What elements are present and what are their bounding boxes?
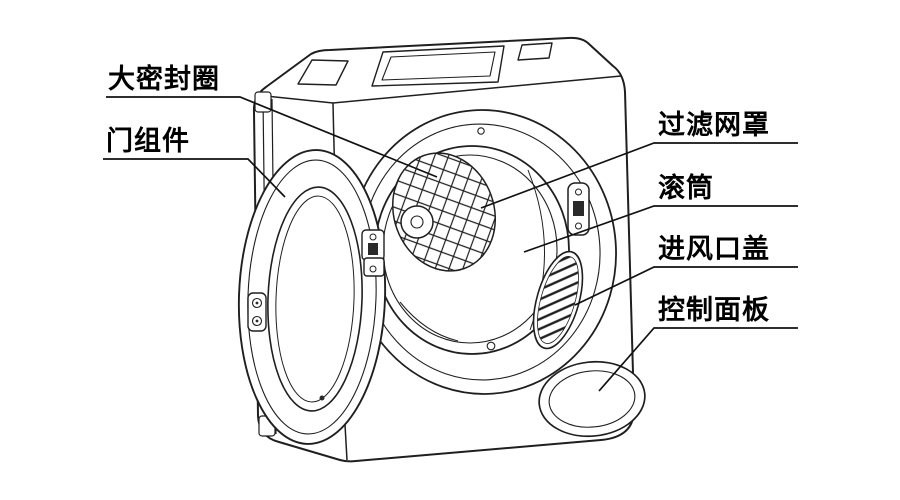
top-recess-center-outer <box>371 45 505 87</box>
vent-slats <box>537 256 579 344</box>
door-hinge <box>361 229 385 277</box>
leader-control-panel <box>598 327 798 392</box>
door-catch <box>247 292 267 332</box>
label-control-panel: 控制面板 <box>658 295 770 325</box>
latch-screw-top <box>575 188 582 196</box>
door-latch-bracket <box>567 182 590 236</box>
air-inlet-vent <box>532 250 584 350</box>
label-seal-ring: 大密封圈 <box>108 64 220 94</box>
leader-air-inlet <box>574 266 798 306</box>
door-mid-ring <box>247 159 377 435</box>
label-filter-mesh-cover: 过滤网罩 <box>658 110 770 140</box>
hinge-screw-bottom <box>369 265 377 273</box>
control-panel-outer <box>538 360 646 438</box>
top-recess-left <box>297 59 349 86</box>
control-panel-inner <box>548 370 636 428</box>
catch-pin-top-dot <box>255 301 259 305</box>
latch-slot <box>573 201 584 216</box>
control-panel-cutout <box>538 360 646 438</box>
side-hinge-plate-top <box>254 91 272 113</box>
top-recess-center-inner <box>381 51 496 81</box>
latch-screw-bottom <box>575 222 582 230</box>
drum-bottom-arc <box>399 301 459 342</box>
door-window-inner <box>275 195 355 403</box>
label-door-assembly: 门组件 <box>106 126 190 156</box>
filter-mesh <box>391 152 497 272</box>
door-window-outer <box>267 186 363 412</box>
filter-knob-inner <box>410 215 424 229</box>
door-dot <box>319 395 325 401</box>
hinge-screw-top <box>369 233 377 241</box>
leader-seal-ring <box>106 96 438 178</box>
screw-bottom <box>486 341 496 351</box>
top-recess-right <box>517 42 553 61</box>
label-drum: 滚筒 <box>658 173 714 203</box>
filter-mesh-grid <box>392 153 496 271</box>
leader-drum <box>523 205 798 253</box>
dryer-door <box>237 149 387 445</box>
filter-knob-outer <box>400 205 434 239</box>
catch-pin-bottom-dot <box>255 319 259 323</box>
leader-filter-cover <box>480 142 798 209</box>
hinge-slot <box>368 243 378 255</box>
label-air-inlet-cover: 进风口盖 <box>658 234 770 264</box>
leader-door-assembly <box>103 158 286 198</box>
screw-top <box>477 127 485 135</box>
leader-lines <box>103 96 798 392</box>
